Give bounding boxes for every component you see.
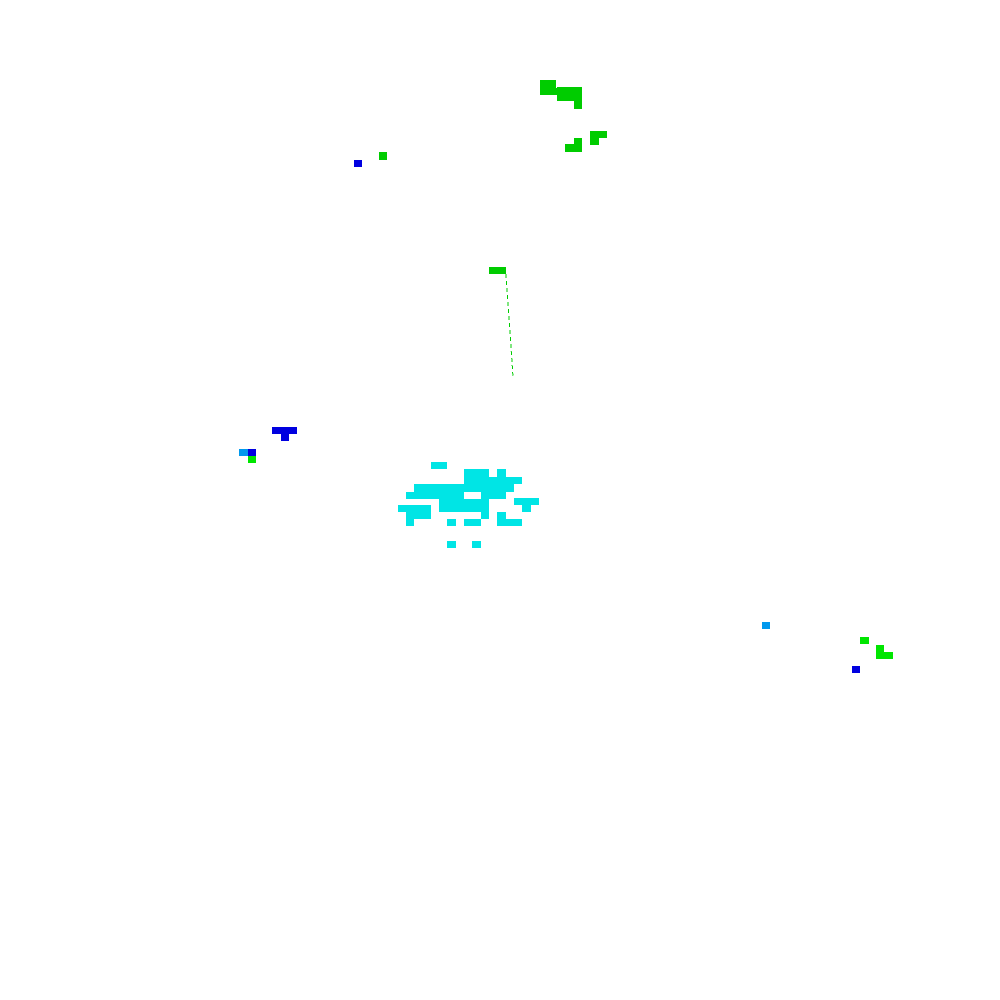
blue-green-cluster-lower-right-pixel <box>876 645 884 653</box>
green-cluster-top-pixel <box>540 88 557 95</box>
green-cluster-upper-right-pixel <box>574 138 582 144</box>
cyan-cloud-center-pixel <box>481 499 489 512</box>
blue-cluster-left <box>239 427 297 463</box>
blue-green-cluster-lower-right <box>762 622 893 673</box>
green-cluster-upper-right-pixel <box>590 131 607 138</box>
blue-cluster-left-pixel <box>272 427 297 434</box>
blue-cluster-left-pixel <box>239 449 248 456</box>
green-cluster-upper-right-pixel <box>565 144 582 152</box>
cyan-cloud-center-pixel <box>439 499 464 512</box>
cyan-cloud-center-pixel <box>472 541 481 548</box>
cyan-cloud-center-pixel <box>398 505 431 512</box>
green-cluster-top-pixel <box>557 87 582 101</box>
blue-cluster-left-pixel <box>248 456 256 463</box>
cyan-cloud-center-pixel <box>464 484 472 492</box>
blue-green-cluster-lower-right-pixel <box>876 652 893 659</box>
cyan-cloud-center-pixel <box>481 492 506 499</box>
blue-cluster-left-pixel <box>248 449 256 456</box>
blue-cluster-left-pixel <box>281 434 289 441</box>
cyan-cloud-center-pixel <box>497 519 522 526</box>
green-cluster-top <box>540 80 582 109</box>
cyan-cloud-center-pixel <box>481 512 489 519</box>
cyan-cloud-center <box>398 462 539 548</box>
cyan-cloud-center-pixel <box>414 484 464 492</box>
dashed-connector-line <box>505 273 514 378</box>
blue-green-pair-upper-left-pixel <box>354 160 362 167</box>
cyan-cloud-center-pixel <box>447 541 456 548</box>
cyan-cloud-center-pixel <box>514 498 539 505</box>
green-cluster-top-pixel <box>540 80 556 88</box>
blue-green-pair-upper-left-pixel <box>379 152 387 160</box>
cyan-cloud-center-pixel <box>497 469 506 477</box>
cyan-cloud-center-pixel <box>406 512 431 519</box>
green-cluster-top-pixel <box>574 101 582 109</box>
green-marker-center <box>489 267 506 274</box>
green-cluster-upper-right-pixel <box>590 138 599 145</box>
blue-green-cluster-lower-right-pixel <box>852 666 860 673</box>
cyan-cloud-center-pixel <box>464 499 481 512</box>
green-marker-center-pixel <box>489 267 506 274</box>
cyan-cloud-center-pixel <box>406 519 414 526</box>
cyan-cloud-center-pixel <box>447 519 456 526</box>
green-cluster-upper-right <box>565 131 607 152</box>
blue-green-pair-upper-left <box>354 152 387 167</box>
cyan-cloud-center-pixel <box>464 519 481 526</box>
blue-green-cluster-lower-right-pixel <box>762 622 770 629</box>
cyan-cloud-center-pixel <box>406 492 464 499</box>
cyan-cloud-center-pixel <box>522 505 531 512</box>
cyan-cloud-center-pixel <box>497 512 506 519</box>
cyan-cloud-center-pixel <box>464 477 522 484</box>
cyan-cloud-center-pixel <box>431 462 447 469</box>
blue-green-cluster-lower-right-pixel <box>860 637 869 644</box>
cyan-cloud-center-pixel <box>472 484 514 492</box>
cyan-cloud-center-pixel <box>464 469 489 477</box>
